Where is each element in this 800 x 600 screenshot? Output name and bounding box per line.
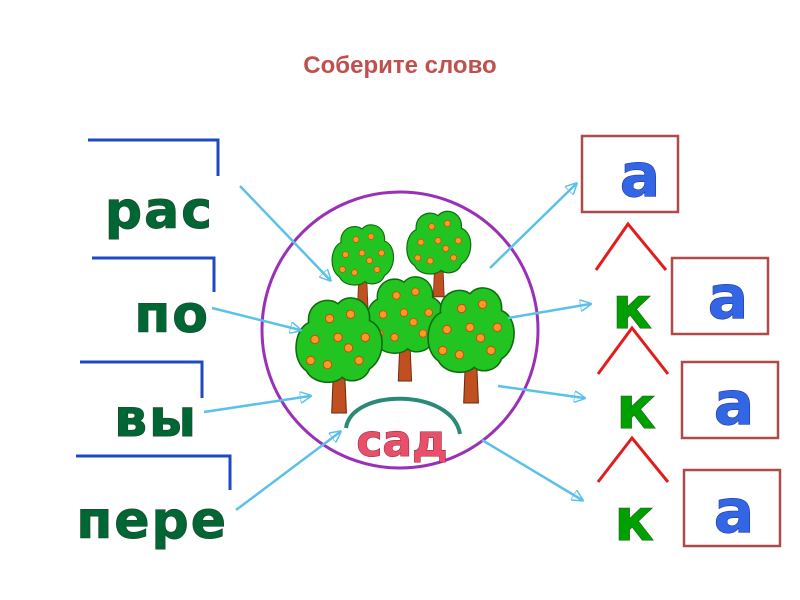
arrow-icon [507, 304, 590, 320]
prefix-bracket [88, 138, 220, 176]
prefix-bracket [80, 360, 204, 398]
suffix-letter: к [616, 374, 655, 442]
suffix-caret [596, 325, 670, 375]
ending-row-3: к а [596, 325, 780, 443]
arrow-icon [203, 396, 310, 414]
ending-letter: а [714, 477, 755, 547]
arrow-icon [211, 306, 300, 330]
prefix-vy: вы [80, 360, 204, 450]
arrow-icon [497, 384, 584, 398]
prefix-arrows [203, 185, 340, 511]
ending-letter: а [708, 263, 749, 333]
arrow-icon [239, 185, 330, 280]
arrow-icon [481, 438, 582, 500]
ending-row-4: к а [596, 435, 782, 555]
prefix-label: по [134, 285, 210, 345]
suffix-caret [594, 221, 668, 271]
prefix-bracket [92, 256, 216, 292]
ending-box [670, 256, 770, 336]
prefix-label: вы [114, 389, 198, 449]
prefix-pere: пере [76, 454, 232, 552]
suffix-letter: к [614, 486, 653, 554]
page-title: Соберите слово [303, 52, 497, 79]
ending-letter: а [714, 369, 755, 439]
root-word: сад [356, 416, 447, 467]
arrow-icon [489, 184, 576, 269]
ending-box [580, 134, 680, 214]
suffix-caret [596, 435, 670, 483]
prefix-label: рас [105, 181, 214, 241]
ending-letter: а [620, 141, 661, 211]
arrow-icon [235, 432, 340, 511]
ending-row-2: к а [594, 221, 770, 343]
ending-box [682, 468, 782, 548]
prefix-bracket [76, 454, 232, 490]
prefix-po: по [92, 256, 216, 346]
ending-row-1: а [580, 134, 680, 214]
ending-box [680, 360, 780, 440]
root-arc [344, 396, 462, 435]
suffix-letter: к [612, 274, 651, 342]
prefix-rас: рас [88, 138, 220, 242]
prefix-label: пере [76, 491, 228, 551]
suffix-arrows [481, 184, 590, 500]
